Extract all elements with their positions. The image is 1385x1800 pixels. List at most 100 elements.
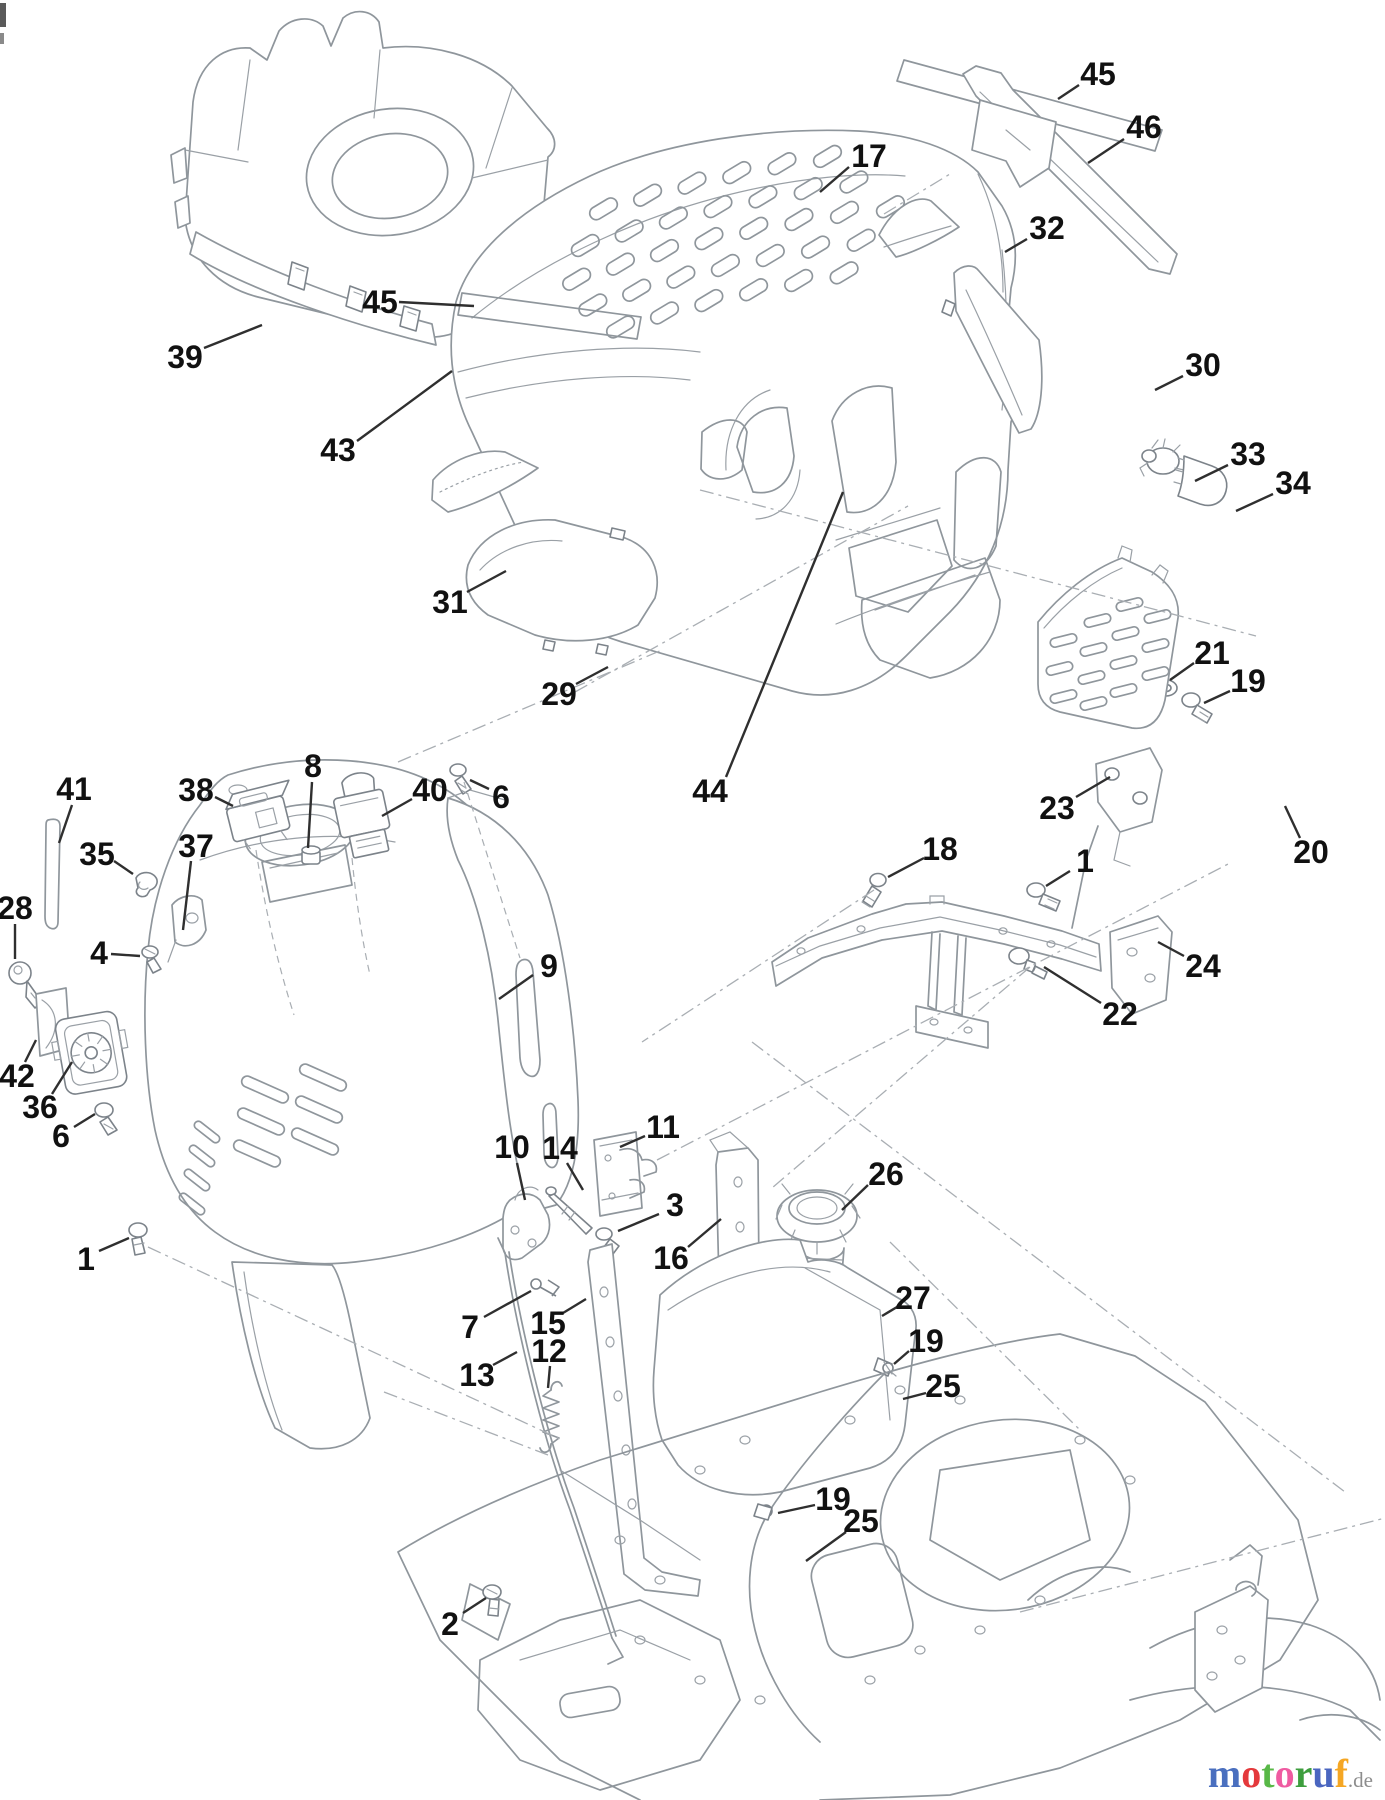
callout-22: 22 xyxy=(1102,996,1138,1032)
vent-slot xyxy=(846,228,876,252)
vent-slot xyxy=(739,216,769,241)
callout-14: 14 xyxy=(542,1130,578,1166)
part-trim-32 xyxy=(878,198,960,258)
vent-slot xyxy=(1049,688,1078,705)
part-clip-7 xyxy=(530,1278,560,1297)
vent-slot xyxy=(703,194,733,219)
vent-slot xyxy=(1049,632,1078,649)
vent-slot xyxy=(1045,660,1074,677)
part-bolt-6-lower xyxy=(94,1102,118,1136)
callout-19: 19 xyxy=(1230,663,1266,699)
leader-line-45 xyxy=(1057,84,1080,100)
callout-10: 10 xyxy=(494,1129,530,1165)
callout-7: 7 xyxy=(461,1309,479,1345)
part-bolt-1-left xyxy=(128,1222,148,1256)
vent-slot xyxy=(588,197,619,221)
callout-45: 45 xyxy=(362,284,398,320)
callout-17: 17 xyxy=(851,138,887,174)
vent-slot xyxy=(755,243,785,268)
leader-line-4 xyxy=(110,952,141,958)
vent-slot xyxy=(658,206,689,230)
leader-line-25 xyxy=(805,1531,847,1562)
callout-45: 45 xyxy=(1080,56,1116,92)
part-trim-31 xyxy=(431,450,539,513)
leader-line-20 xyxy=(1283,805,1302,839)
vent-slot xyxy=(1115,596,1144,613)
vent-slot xyxy=(622,278,652,302)
vent-slot xyxy=(829,200,860,225)
vent-slot xyxy=(800,235,831,259)
brand-letter: u xyxy=(1312,1751,1335,1796)
callout-19: 19 xyxy=(908,1323,944,1359)
part-bolt-2 xyxy=(482,1584,502,1617)
leader-line-25 xyxy=(902,1391,927,1401)
callout-24: 24 xyxy=(1185,948,1221,984)
alignment-lines xyxy=(147,173,1385,1613)
leader-line-10 xyxy=(515,1162,527,1201)
vent-slot xyxy=(294,1095,344,1124)
part-bolt-22 xyxy=(1008,947,1048,980)
part-grille xyxy=(1037,545,1180,730)
brand-watermark-suffix: .de xyxy=(1347,1768,1373,1792)
leader-line-46 xyxy=(1087,138,1125,164)
leader-line-40 xyxy=(381,797,413,818)
callout-31: 31 xyxy=(432,584,468,620)
callout-25: 25 xyxy=(925,1368,961,1404)
callout-3: 3 xyxy=(666,1187,684,1223)
leader-line-27 xyxy=(881,1305,898,1318)
vent-slot xyxy=(875,195,906,219)
vent-slot xyxy=(666,265,696,289)
fuel-line-clamp-lower xyxy=(753,1503,773,1521)
callout-30: 30 xyxy=(1185,347,1221,383)
brand-letter: o xyxy=(1274,1751,1295,1796)
callout-40: 40 xyxy=(412,772,448,808)
brand-letter: r xyxy=(1294,1751,1313,1796)
callout-42: 42 xyxy=(0,1058,35,1094)
vent-slot xyxy=(1109,682,1138,699)
callout-41: 41 xyxy=(56,771,92,807)
leader-line-23 xyxy=(1075,775,1111,799)
part-bolt-1-right xyxy=(1026,882,1061,912)
callout-44: 44 xyxy=(692,773,728,809)
leader-line-22 xyxy=(1043,965,1102,1005)
leader-line-17 xyxy=(819,166,850,193)
vent-slot xyxy=(1083,612,1112,629)
callout-39: 39 xyxy=(167,339,203,375)
part-spring-12 xyxy=(539,1380,563,1454)
leader-line-8 xyxy=(306,781,314,849)
callout-36: 36 xyxy=(22,1089,58,1125)
leader-line-36 xyxy=(50,1061,74,1095)
vent-slot xyxy=(1141,637,1170,654)
leader-line-35 xyxy=(113,860,134,875)
vent-slot xyxy=(578,293,608,317)
vent-slot xyxy=(677,171,707,195)
part-side-panel xyxy=(446,789,580,1213)
leader-line-39 xyxy=(203,323,263,350)
leader-line-29 xyxy=(575,665,609,686)
leader-line-1 xyxy=(1045,869,1071,888)
vent-slot xyxy=(722,160,752,185)
part-decal-strips xyxy=(896,59,1178,275)
brand-letter: t xyxy=(1261,1751,1275,1796)
part-headlight-lens xyxy=(465,519,659,656)
leader-line-32 xyxy=(1004,237,1028,254)
callout-32: 32 xyxy=(1029,210,1065,246)
callout-8: 8 xyxy=(304,748,322,784)
vent-slot xyxy=(193,1120,221,1144)
vent-slot xyxy=(1109,654,1138,671)
part-screw-4 xyxy=(141,945,162,974)
part-fuel-line xyxy=(748,1361,894,1743)
callout-4: 4 xyxy=(90,935,108,971)
leader-line-12 xyxy=(546,1365,552,1389)
part-bracket-11 xyxy=(593,1131,658,1217)
vent-slot xyxy=(649,301,680,325)
vent-slot xyxy=(1079,695,1108,712)
part-ignition-module xyxy=(51,1010,129,1095)
brand-letter: o xyxy=(1241,1751,1262,1796)
leader-line-6 xyxy=(73,1112,96,1129)
leader-line-43 xyxy=(356,370,453,442)
callout-43: 43 xyxy=(320,432,356,468)
leader-line-19 xyxy=(1203,689,1231,705)
